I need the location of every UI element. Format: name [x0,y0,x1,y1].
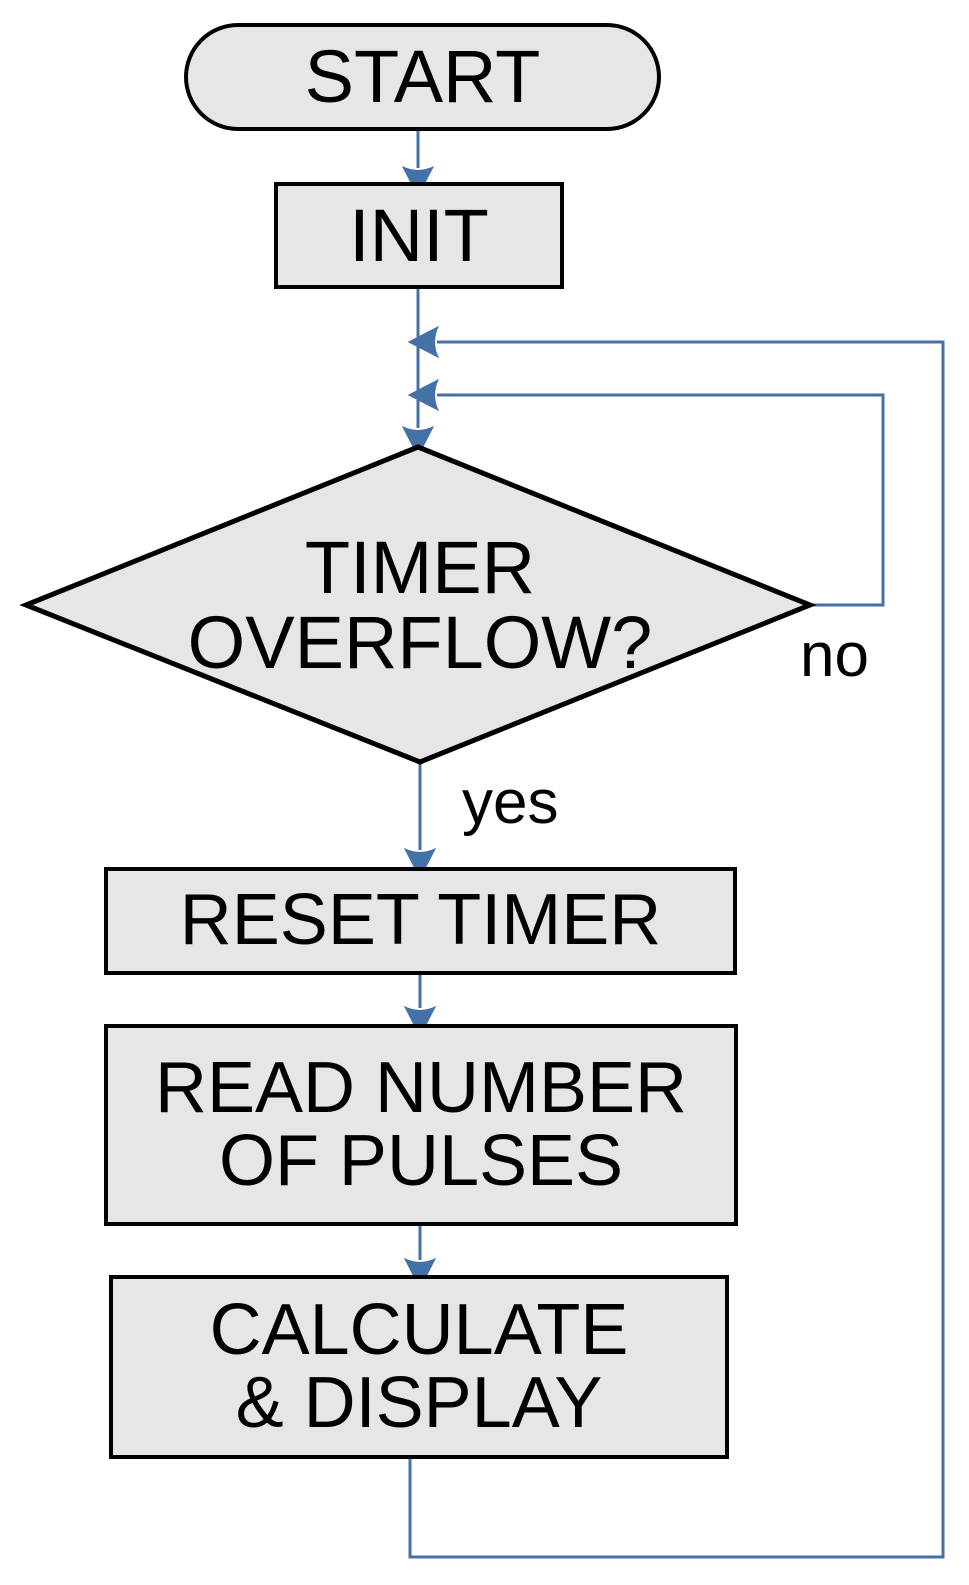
edge-label-yes: yes [462,768,559,837]
edge-decision-no-loop [407,378,885,607]
node-read-shape[interactable] [104,1024,738,1226]
edge-label-no: no [800,621,869,690]
node-decision-shape[interactable] [19,444,817,765]
node-calculate-shape[interactable] [109,1275,729,1459]
node-init-shape[interactable] [274,182,564,289]
edge-calculate-to-decision [407,325,945,1559]
node-reset-shape[interactable] [104,867,737,975]
node-start-shape[interactable] [184,23,661,131]
